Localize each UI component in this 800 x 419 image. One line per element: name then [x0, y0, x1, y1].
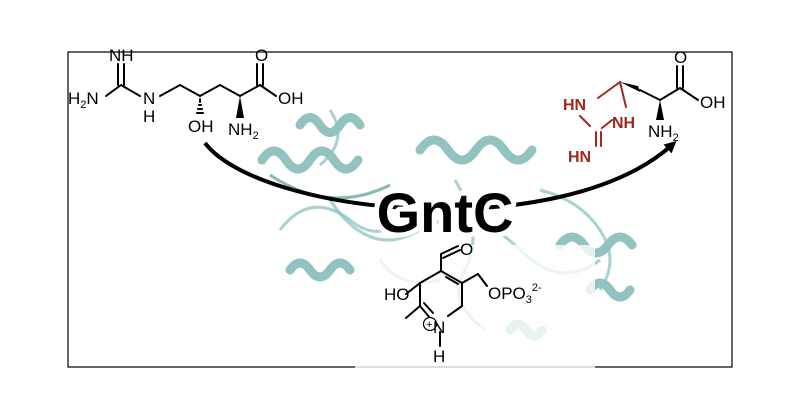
cofactor-nh-label: H — [433, 347, 445, 366]
substrate-acid-label: OH — [278, 89, 304, 108]
cofactor-aldehyde-label: O — [460, 240, 473, 259]
product-imine-label: HN — [568, 149, 591, 166]
cofactor-phosphate-label: OPO32- — [488, 282, 542, 306]
enzyme-label-halo: GntC — [377, 181, 514, 244]
substrate-amine-h-label: H — [143, 107, 155, 126]
product-ring-hn-top-label: HN — [563, 97, 586, 114]
product-acid-label: OH — [700, 93, 726, 112]
product-ring-nh-label: NH — [612, 115, 635, 132]
substrate-imine-label: NH — [109, 46, 134, 65]
substrate-amino-label: NH2 — [228, 120, 259, 142]
cofactor-molecule: HO O OPO32- N + H — [355, 240, 595, 370]
cofactor-ring-n-label: N — [433, 318, 445, 337]
product-amino-label: NH2 — [648, 122, 679, 144]
product-carbonyl-label: O — [674, 48, 687, 67]
substrate-molecule: NH H2N N H OH NH2 O OH — [68, 46, 304, 142]
reaction-arrow — [203, 141, 677, 212]
cofactor-hydroxyl-label: HO — [384, 285, 410, 304]
substrate-hydroxyl-label: OH — [188, 117, 214, 136]
substrate-h2n-label: H2N — [68, 89, 99, 111]
enzyme-label: GntC — [377, 181, 514, 244]
substrate-carbonyl-label: O — [255, 46, 268, 65]
substrate-amine-n-label: N — [143, 89, 155, 108]
product-molecule: HN NH HN NH2 O OH — [563, 48, 726, 166]
cofactor-charge-label: + — [426, 319, 432, 331]
